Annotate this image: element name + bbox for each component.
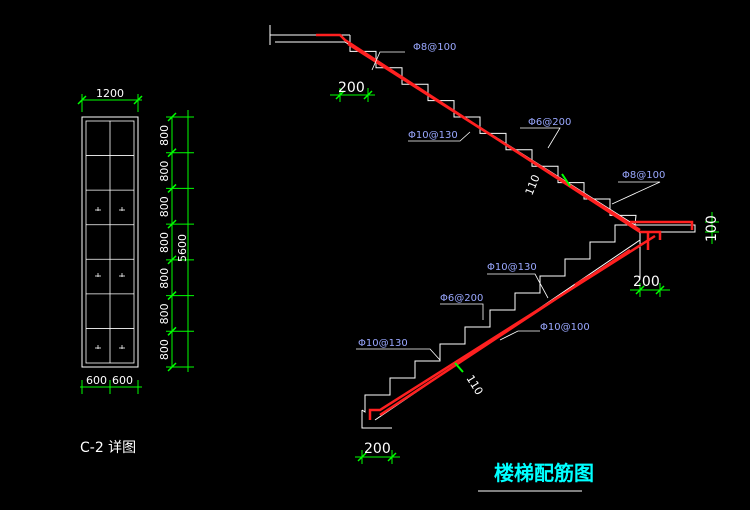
dim-tick <box>167 112 177 122</box>
dim-tick <box>167 148 177 158</box>
dim-200-right-label: 200 <box>633 274 660 290</box>
lower-flight-steps <box>361 224 640 413</box>
dim-200-upper: 200 <box>330 80 375 102</box>
plan-segment-label: 800 <box>158 339 171 360</box>
rebar-upper <box>316 33 694 240</box>
plan-segment-label: 800 <box>158 232 171 253</box>
rebar-label-top-1: Φ8@100 <box>413 42 456 53</box>
dim-tick <box>167 326 177 336</box>
thickness-label-lower: 110 <box>463 373 485 398</box>
plan-segment-label: 800 <box>158 268 171 289</box>
detail-caption: C-2 详图 <box>80 440 136 456</box>
rebar-label-bot-3: Φ10@100 <box>540 322 590 333</box>
plan-segment-label: 800 <box>158 303 171 324</box>
dim-tick <box>561 173 571 187</box>
plan-outline <box>81 116 139 368</box>
dim-tick <box>167 362 177 372</box>
upper-flight-steps <box>349 35 637 226</box>
dim-tick <box>167 183 177 193</box>
plan-segment-label: 800 <box>158 161 171 182</box>
plan-arrow-marks <box>95 207 125 349</box>
plan-bottom-right-label: 600 <box>112 374 133 387</box>
dim-tick <box>167 255 177 265</box>
plan-segment-label: 800 <box>158 125 171 146</box>
dim-200-right: 200 <box>630 274 670 297</box>
rebar-label-top-4: Φ8@100 <box>622 170 665 181</box>
plan-segment-label: 800 <box>158 196 171 217</box>
dim-200-lower-label: 200 <box>364 441 391 457</box>
dim-tick <box>133 95 143 105</box>
plan-tread-lines <box>86 155 134 329</box>
drawing-title: 楼梯配筋图 <box>494 461 594 485</box>
landing-slab <box>635 224 696 233</box>
plan-width-label: 1200 <box>96 87 124 100</box>
dim-tick <box>167 219 177 229</box>
dim-tick <box>77 95 87 105</box>
dim-100-label: 100 <box>704 215 720 242</box>
leader-lines <box>356 51 661 361</box>
rebar-label-top-3: Φ10@130 <box>408 130 458 141</box>
dim-tick <box>454 362 464 373</box>
dim-200-upper-label: 200 <box>338 80 365 96</box>
rebar-label-bot-4: Φ10@130 <box>358 338 408 349</box>
thickness-label-upper: 110 <box>523 173 543 197</box>
dim-200-lower: 200 <box>355 441 400 464</box>
rebar-label-top-2: Φ6@200 <box>528 117 571 128</box>
rebar-label-bot-1: Φ10@130 <box>487 262 537 273</box>
dim-100: 100 <box>704 212 720 244</box>
stair-section: Φ8@100 Φ6@200 Φ10@130 Φ8@100 Φ10@130 Φ6@… <box>269 25 720 492</box>
rebar-label-bot-2: Φ6@200 <box>440 293 483 304</box>
rebar-lower <box>368 232 656 420</box>
plan-height-label: 5600 <box>176 234 189 262</box>
plan-bottom-left-label: 600 <box>86 374 107 387</box>
lower-base <box>361 410 392 429</box>
dim-tick <box>167 291 177 301</box>
plan-dimension-chain: 800 800 800 800 800 800 800 <box>158 112 194 372</box>
